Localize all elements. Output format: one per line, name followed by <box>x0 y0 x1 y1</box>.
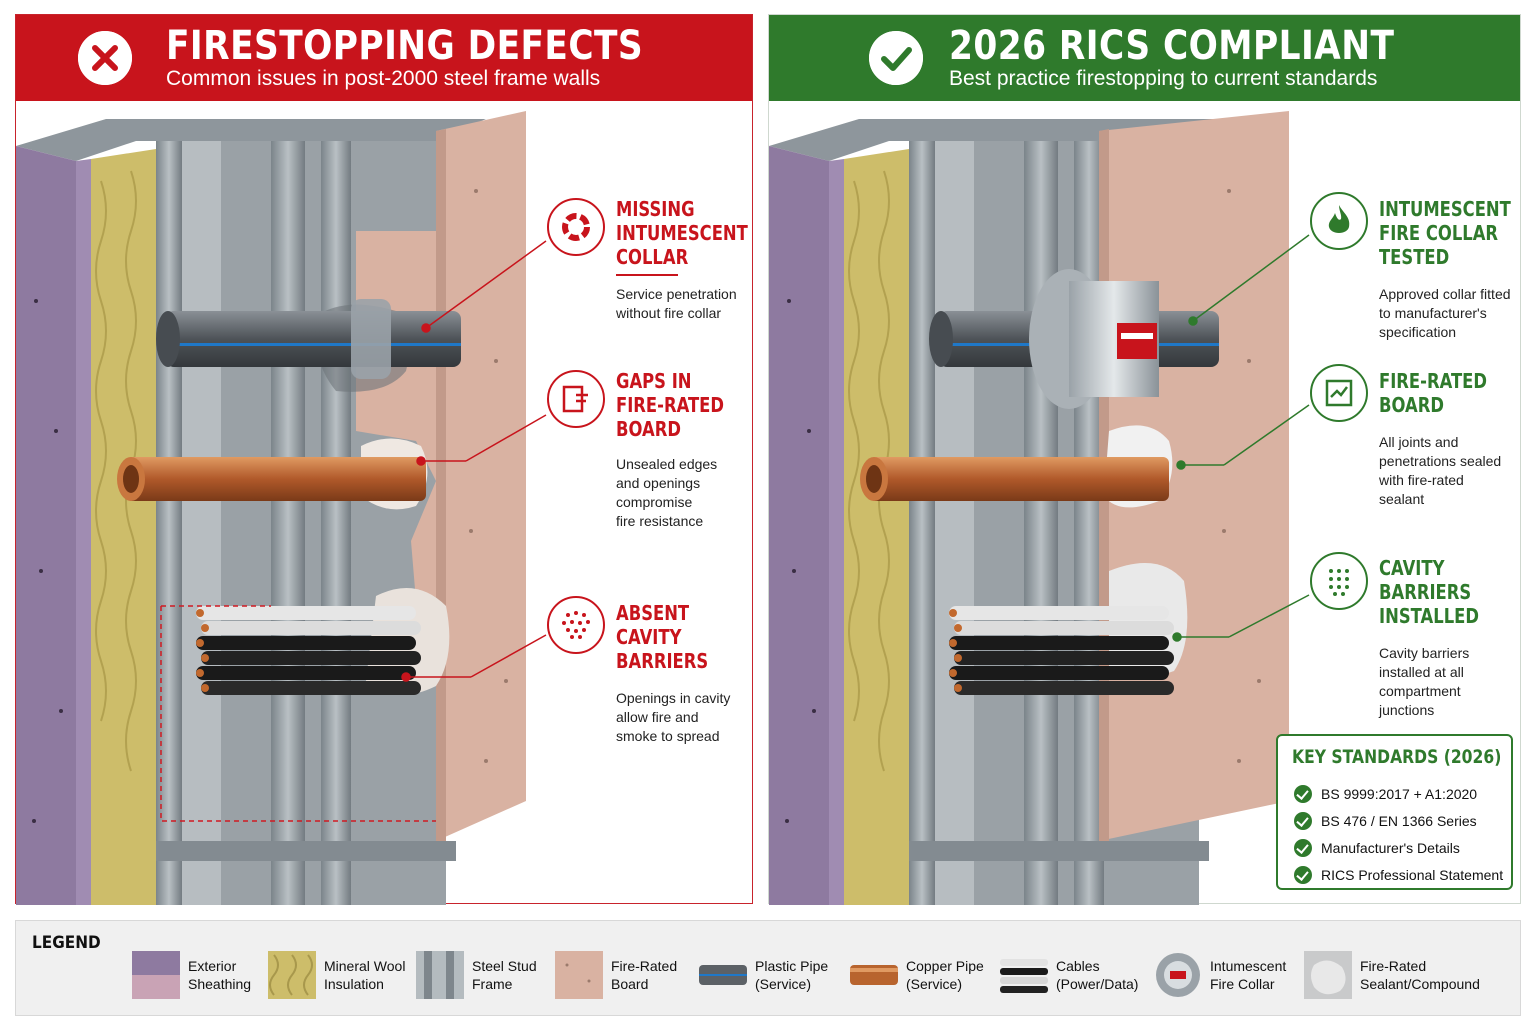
compliant-panel: 2026 RICS COMPLIANT Best practice firest… <box>768 14 1521 905</box>
key-standards-box: KEY STANDARDS (2026) BS 9999:2017 + A1:2… <box>1276 734 1513 890</box>
compliant-wall-illustration <box>769 101 1309 905</box>
steel-stud-swatch <box>416 951 464 999</box>
x-circle-icon <box>78 31 132 85</box>
callout-underline <box>616 274 678 276</box>
check-icon <box>1294 811 1312 830</box>
compliant-subtitle: Best practice firestopping to current st… <box>949 67 1378 90</box>
sealant-swatch <box>1304 951 1352 999</box>
legend-title: LEGEND <box>32 933 101 953</box>
cavity-barrier-icon <box>1309 551 1369 611</box>
board-gap-icon <box>546 369 606 429</box>
check-icon <box>1294 865 1312 884</box>
key-standards-title: KEY STANDARDS (2026) <box>1292 746 1502 768</box>
exterior-sheathing-swatch <box>132 951 180 999</box>
compliant-banner: 2026 RICS COMPLIANT Best practice firest… <box>769 15 1520 101</box>
defective-wall-illustration <box>16 101 556 905</box>
mineral-wool-swatch <box>268 951 316 999</box>
defects-title: FIRESTOPPING DEFECTS <box>166 23 644 69</box>
fire-rated-board-swatch <box>555 951 603 999</box>
defects-subtitle: Common issues in post-2000 steel frame w… <box>166 67 601 90</box>
sealed-board-icon <box>1309 363 1369 423</box>
cavity-dots-icon <box>546 595 606 655</box>
defects-banner: FIRESTOPPING DEFECTS Common issues in po… <box>16 15 752 101</box>
standard-item: Manufacturer's Details <box>1294 834 1503 861</box>
copper-pipe-swatch <box>850 951 898 999</box>
missing-collar-icon <box>546 197 606 257</box>
flame-icon <box>1309 191 1369 251</box>
compliant-title: 2026 RICS COMPLIANT <box>949 23 1395 69</box>
cables-swatch <box>1000 951 1048 999</box>
defects-panel: FIRESTOPPING DEFECTS Common issues in po… <box>15 14 753 905</box>
standard-item: BS 9999:2017 + A1:2020 <box>1294 780 1503 807</box>
check-icon <box>1294 784 1312 803</box>
plastic-pipe-swatch <box>699 951 747 999</box>
standard-item: RICS Professional Statement <box>1294 861 1503 888</box>
standard-item: BS 476 / EN 1366 Series <box>1294 807 1503 834</box>
check-circle-icon <box>869 31 923 85</box>
fire-collar-swatch <box>1154 951 1202 999</box>
check-icon <box>1294 838 1312 857</box>
